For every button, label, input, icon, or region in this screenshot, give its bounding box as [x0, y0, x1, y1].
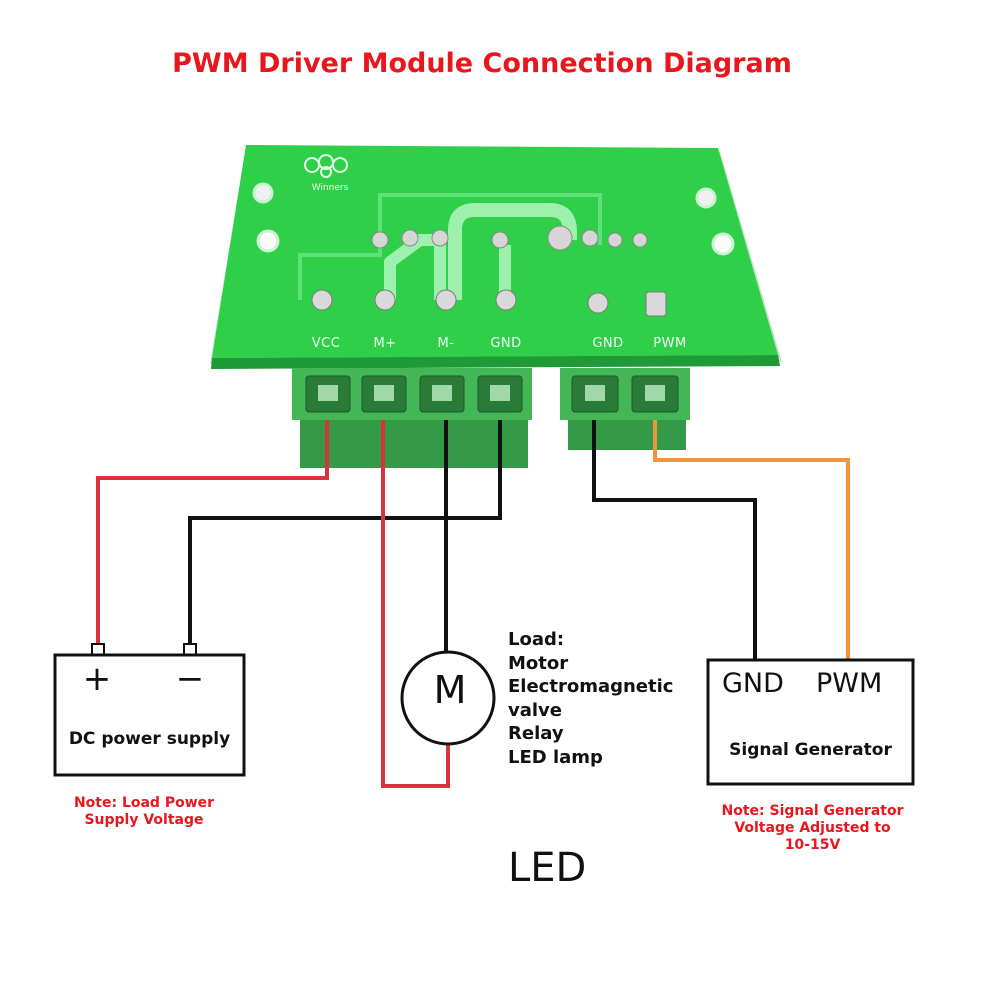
pcb-body [212, 145, 778, 358]
power-supply-label: DC power supply [68, 729, 231, 749]
signal-generator-box [706, 658, 915, 786]
load-title: Load: [508, 629, 565, 650]
wire-mplus-red [381, 420, 450, 788]
terminal-screw [490, 385, 510, 401]
pcb-trace-wide [384, 234, 446, 300]
dc-power-supply [53, 643, 246, 777]
mounting-hole [711, 232, 735, 256]
pin-label-gnd: GND [490, 336, 522, 351]
motor-circle [400, 650, 496, 746]
mounting-hole [695, 187, 717, 209]
pin-label-signal-gnd: GND [592, 336, 624, 351]
mounting-hole [256, 229, 280, 253]
solder-joints-terminal [311, 289, 667, 317]
power-supply-terminal-plus [91, 643, 105, 656]
pcb-edge [211, 355, 780, 369]
terminal-screw [645, 385, 665, 401]
load-item: valve [508, 699, 562, 721]
led-caption: LED [508, 845, 587, 891]
load-item: Relay [508, 723, 564, 744]
pin-label-mminus: M- [437, 336, 455, 351]
wire-signal-gnd-black [592, 420, 757, 662]
pin-label-pwm: PWM [653, 336, 687, 351]
power-minus-sign: − [175, 659, 205, 699]
terminal-block-left [292, 368, 532, 468]
pin-label-vcc: VCC [311, 336, 341, 351]
signal-generator-note-line: Voltage Adjusted to [734, 819, 891, 836]
power-plus-sign: + [82, 659, 112, 699]
power-supply-note: Note: Load Power Supply Voltage [40, 795, 248, 829]
wire-pwm-orange [653, 420, 850, 662]
wiring [96, 420, 850, 788]
load-list: Load: Motor Electromagnetic valve Relay … [508, 628, 673, 769]
wire-vcc-red [96, 420, 329, 648]
terminal-screw [318, 385, 338, 401]
power-supply-terminal-minus [183, 643, 197, 656]
signal-generator-note-line: 10-15V [784, 836, 841, 853]
load-item: Electromagnetic [508, 676, 674, 697]
load-item: LED lamp [508, 746, 603, 768]
terminal-block-right [560, 368, 690, 450]
terminal-screw [432, 385, 452, 401]
pin-label-mplus: M+ [373, 336, 397, 351]
winners-logo [304, 154, 348, 178]
pwm-driver-board [210, 145, 782, 369]
load-item: Motor [508, 652, 569, 674]
solder-joints-upper [371, 225, 648, 251]
signal-generator-pwm-label: PWM [816, 668, 883, 699]
terminal-screw [585, 385, 605, 401]
power-supply-note-line: Note: Load Power [73, 795, 215, 811]
signal-generator-label: Signal Generator [729, 740, 892, 760]
mounting-hole [252, 182, 274, 204]
signal-generator-note: Note: Signal Generator Voltage Adjusted … [705, 803, 920, 853]
diagram-title: PWM Driver Module Connection Diagram [172, 48, 792, 79]
board-brand-label: Winners [311, 183, 349, 193]
signal-generator-note-line: Note: Signal Generator [721, 803, 904, 819]
terminal-screw [374, 385, 394, 401]
signal-generator-gnd-label: GND [722, 668, 784, 699]
motor-symbol-letter: M [433, 668, 467, 712]
pcb-trace [298, 193, 602, 300]
pcb-trace-wide [448, 203, 577, 300]
terminal-block-bottom [568, 420, 686, 450]
wire-gnd-black [188, 420, 502, 648]
power-supply-box [53, 653, 246, 777]
terminal-block-bottom [300, 420, 528, 468]
power-supply-note-line: Supply Voltage [84, 811, 204, 828]
